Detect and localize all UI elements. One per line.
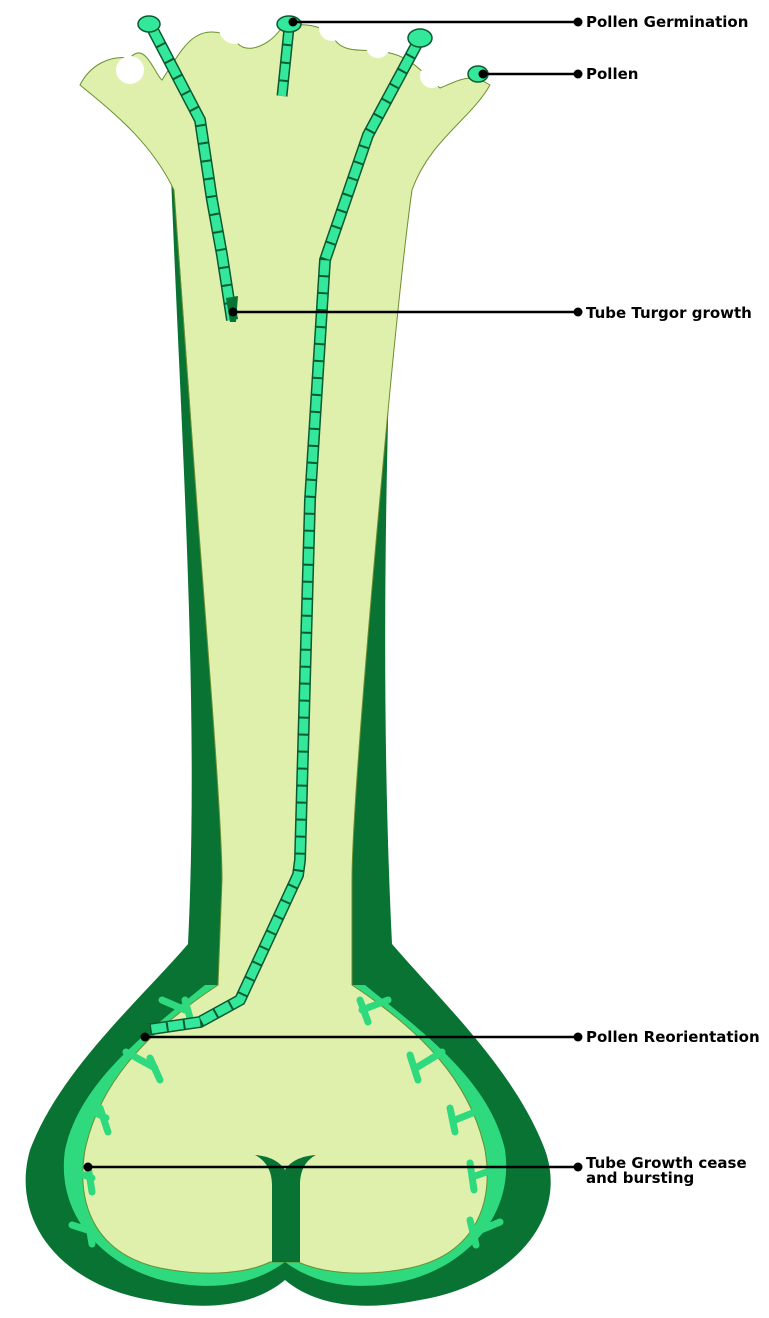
- label-pollen: Pollen: [586, 65, 638, 83]
- label-and-bursting: and bursting: [586, 1169, 694, 1187]
- pollen-grain-left: [138, 16, 160, 32]
- label-pollen-germination: Pollen Germination: [586, 13, 748, 31]
- label-tube-turgor-growth: Tube Turgor growth: [586, 304, 752, 322]
- label-pollen-reorientation: Pollen Reorientation: [586, 1028, 760, 1046]
- transmitting-tissue: [80, 25, 490, 1273]
- pollen-grain-right: [408, 29, 432, 47]
